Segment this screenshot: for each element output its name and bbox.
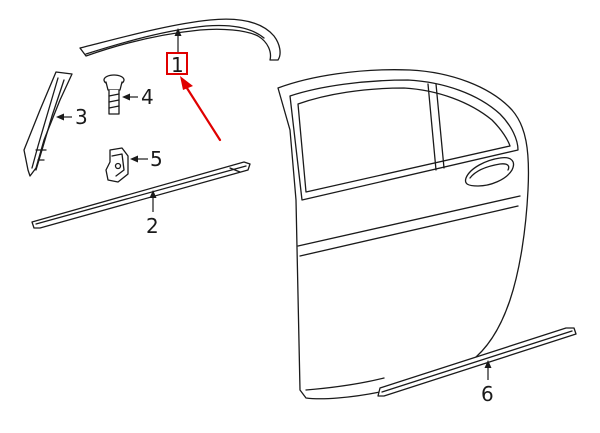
part-5-clip-bracket [105,147,129,183]
callout-1: 1 [171,53,184,77]
leader-5 [130,155,148,163]
part-4-fastener [103,74,125,115]
part-6-lower-molding [377,327,577,397]
callout-6: 6 [481,382,494,406]
callout-3: 3 [75,105,88,129]
part-2-beltline-molding [31,161,251,229]
callout-5: 5 [150,147,163,171]
rear-door [277,69,530,400]
callout-4: 4 [141,85,154,109]
highlight-callout-1 [166,52,222,142]
leader-2 [149,190,157,212]
leader-4 [122,93,138,101]
callout-2: 2 [146,214,159,238]
part-1-window-frame-molding [79,18,281,61]
leader-1 [174,28,182,54]
leader-3 [56,113,72,121]
part-3-pillar-trim [23,71,73,177]
highlight-box [166,52,188,75]
highlight-arrowhead [180,76,193,90]
leader-6 [484,360,492,380]
highlight-arrow [183,83,222,142]
